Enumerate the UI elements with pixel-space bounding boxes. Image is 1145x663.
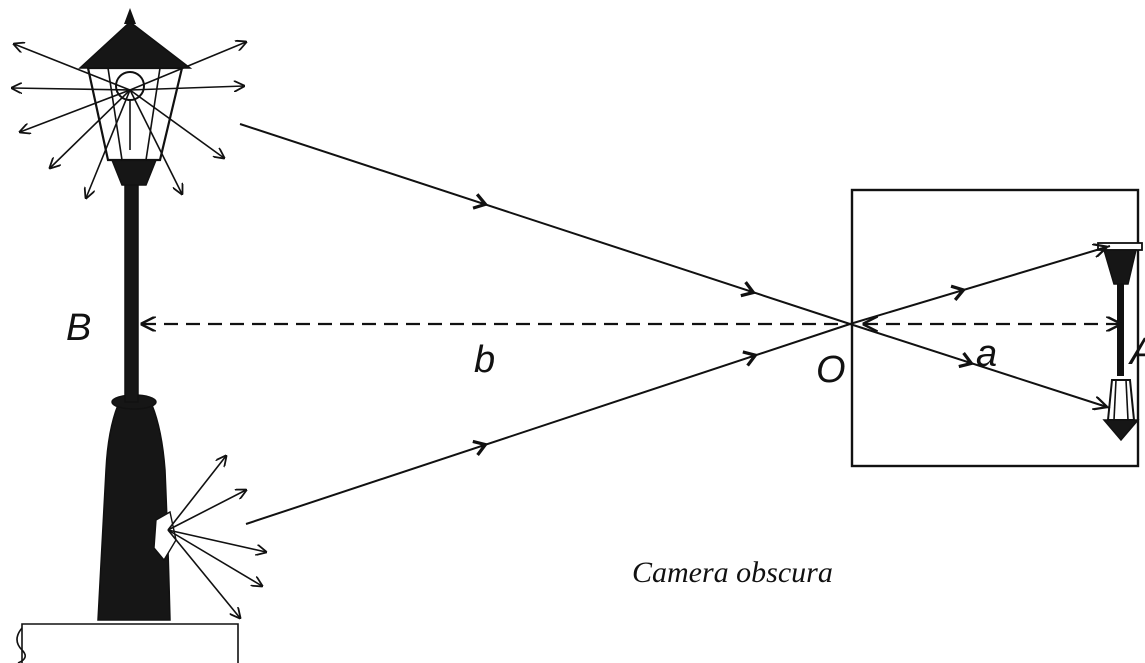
camera-box [850, 188, 1140, 468]
label-O: O [816, 349, 846, 391]
lantern-finial [124, 8, 136, 24]
lamp-base [97, 404, 171, 621]
ray-bottom-to-top [245, 246, 1111, 525]
label-A: A [1128, 331, 1145, 373]
label-b: b [474, 339, 495, 381]
lamp-base-lit-patch [153, 510, 177, 562]
base-radiating-rays [167, 456, 266, 618]
ray-top-to-bottom [239, 123, 1111, 408]
lantern-radiating-rays [12, 42, 246, 198]
label-B: B [66, 307, 91, 349]
lamp-pole [124, 179, 139, 403]
lantern-roof [78, 21, 193, 69]
label-a: a [976, 333, 997, 375]
caption-text: Camera obscura [632, 556, 833, 589]
lantern-bottom [110, 159, 158, 186]
pavement-slab [16, 623, 239, 663]
